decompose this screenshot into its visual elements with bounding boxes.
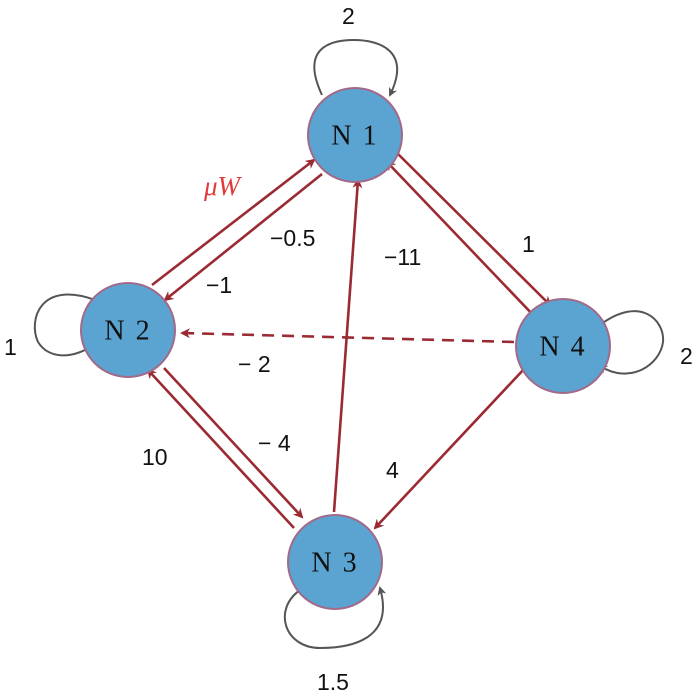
node-n2: N 2 [80, 282, 176, 378]
self-loop-n3 [283, 586, 387, 650]
node-n4: N 4 [515, 298, 611, 394]
node-n3: N 3 [287, 514, 383, 610]
node-n4-label: N 4 [539, 332, 586, 363]
edge-n2-to-n3 [163, 367, 304, 519]
edge-n3-n2-weight: − 4 [258, 430, 291, 456]
edge-n4-to-n3 [373, 367, 526, 530]
edge-n1-n4-weight: 1 [522, 231, 535, 257]
node-n1-label: N 1 [331, 121, 378, 152]
mu-w-annotation: μW [203, 171, 243, 201]
self-loop-n2 [33, 293, 96, 357]
edge-n4-n2-weight: − 2 [238, 351, 271, 377]
edge-n2-to-n1 [151, 158, 316, 287]
edge-n1-n2-b-weight: −1 [206, 272, 232, 298]
edge-n3-to-n1 [332, 178, 363, 513]
edge-n4-to-n2 [180, 328, 515, 344]
edge-n4-to-n1 [385, 160, 537, 319]
edge-n1-n2-weight: −0.5 [270, 225, 315, 251]
edge-n2-n3-weight: 10 [142, 444, 168, 470]
edge-n4-n1-weight: −11 [384, 244, 421, 270]
self-loop-n2-weight: 1 [4, 334, 17, 360]
edge-n3-to-n2 [146, 368, 295, 529]
self-loop-n1 [313, 38, 398, 97]
self-loop-n4 [598, 310, 665, 375]
edge-n4-n3-weight: 4 [386, 457, 399, 483]
self-loop-n3-weight: 1.5 [317, 669, 349, 695]
node-n1: N 1 [307, 87, 403, 183]
self-loop-n1-weight: 2 [342, 3, 355, 29]
node-n3-label: N 3 [311, 548, 358, 579]
self-loop-n4-weight: 2 [680, 343, 693, 369]
edge-n1-to-n2 [163, 172, 323, 302]
edge-n1-to-n4 [391, 147, 552, 307]
node-n2-label: N 2 [104, 316, 151, 347]
